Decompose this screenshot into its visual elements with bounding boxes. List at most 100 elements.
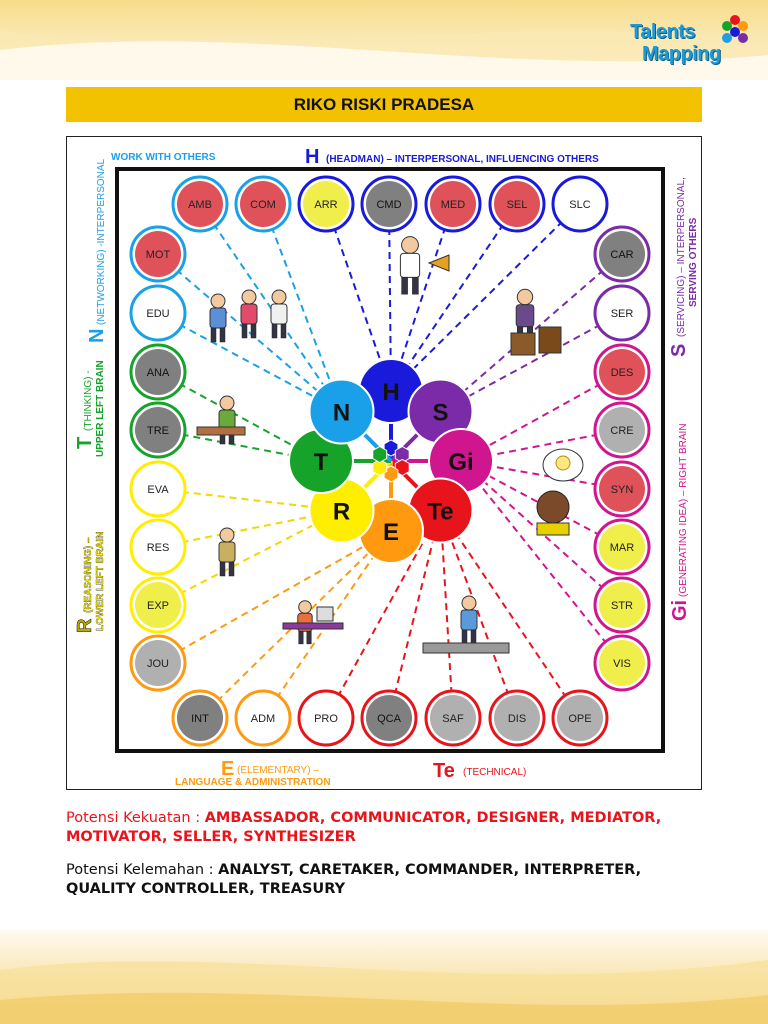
talent-label-qca: QCA [377, 713, 402, 725]
e-description-1: (ELEMENTARY) – [237, 765, 319, 776]
talent-label-edu: EDU [146, 308, 169, 320]
talent-circle-exp [135, 582, 181, 628]
group-person-2-icon [240, 289, 258, 339]
petal-label-n: N [333, 400, 350, 427]
logo-line-1: Talents [630, 21, 696, 43]
talent-label-ope: OPE [568, 713, 591, 725]
talent-label-jou: JOU [147, 658, 169, 670]
petal-n [308, 378, 375, 445]
talents-mapping-logo: Talents Mapping [626, 12, 750, 72]
talent-label-car: CAR [610, 249, 633, 261]
desk-icon [196, 426, 246, 436]
talent-circle-com [240, 181, 286, 227]
talent-label-slc: SLC [569, 199, 590, 211]
weaknesses-label: Potensi Kelemahan : [66, 862, 219, 878]
connector-line [439, 509, 581, 719]
talent-label-ana: ANA [147, 367, 170, 379]
weaknesses-value: ANALYST, CARETAKER, COMMANDER, INTERPRET… [66, 862, 642, 897]
weaknesses-section: Potensi Kelemahan : ANALYST, CARETAKER, … [66, 861, 702, 899]
thinker-head-icon [536, 490, 570, 524]
monitor-icon [316, 606, 334, 622]
s-letter: S [668, 344, 690, 357]
computer-desk-icon [282, 622, 344, 630]
talent-label-mot: MOT [146, 249, 171, 261]
s-description-2: SERVING OTHERS [688, 217, 699, 307]
technician-icon [460, 595, 478, 645]
suitcase-icon [510, 332, 536, 356]
talent-circle-eva [135, 466, 181, 512]
talent-circle-saf [430, 695, 476, 741]
talent-label-com: COM [250, 199, 276, 211]
connector-line [157, 509, 342, 606]
petal-label-h: H [382, 379, 399, 406]
talent-circle-qca [366, 695, 412, 741]
e-letter: E [221, 758, 234, 780]
talent-label-amb: AMB [188, 199, 212, 211]
connector-line [157, 530, 392, 664]
talent-label-des: DES [611, 367, 634, 379]
s-description-1: (SERVICING) – INTERPERSONAL, [676, 177, 687, 337]
talent-label-adm: ADM [251, 713, 275, 725]
suitcase-icon [538, 326, 562, 354]
h-description: (HEADMAN) – INTERPERSONAL, INFLUENCING O… [326, 154, 599, 165]
student-desk-icon [218, 395, 236, 445]
name-title-bar: RIKO RISKI PRADESA [66, 87, 702, 122]
lightbulb-icon [555, 455, 571, 471]
talent-circle-dis [494, 695, 540, 741]
talent-label-arr: ARR [314, 199, 337, 211]
talent-circle-syn [599, 466, 645, 512]
connector-line [439, 510, 454, 719]
illustrations [196, 236, 584, 654]
talent-circle-str [599, 582, 645, 628]
talent-circle-ser [599, 290, 645, 336]
te-description: (TECHNICAL) [463, 767, 526, 778]
gi-letter: Gi [669, 600, 691, 621]
talent-circle-adm [240, 695, 286, 741]
te-letter: Te [433, 760, 455, 782]
e-description-2: LANGUAGE & ADMINISTRATION [175, 777, 331, 788]
connector-line [439, 510, 518, 719]
workbench-icon [422, 642, 510, 654]
connector-line [325, 510, 442, 719]
talent-circle-slc [557, 181, 603, 227]
talent-label-eva: EVA [147, 484, 169, 496]
talent-label-str: STR [611, 600, 633, 612]
logo-line-2: Mapping [642, 43, 721, 65]
talent-label-cmd: CMD [376, 199, 401, 211]
connector-line [440, 312, 623, 413]
talent-circle-edu [135, 290, 181, 336]
talent-circle-amb [177, 181, 223, 227]
talent-label-pro: PRO [314, 713, 338, 725]
talent-circle-ana [135, 349, 181, 395]
n-description: (NETWORKING) -INTERPERSONAL [96, 158, 107, 325]
talent-label-syn: SYN [611, 484, 634, 496]
talent-circle-tre [135, 407, 181, 453]
connector-line [157, 312, 342, 413]
talent-circle-jou [135, 640, 181, 686]
talent-circle-ope [557, 695, 603, 741]
n-letter: N [86, 329, 108, 343]
talent-circle-res [135, 524, 181, 570]
connector-line [390, 203, 454, 392]
talent-circle-mot [135, 231, 181, 277]
core-hexagon [394, 458, 410, 477]
talent-circle-sel [494, 181, 540, 227]
talent-label-dis: DIS [508, 713, 526, 725]
h-letter: H [305, 146, 319, 168]
t-description-2: UPPER LEFT BRAIN [95, 360, 106, 457]
connector-line [460, 460, 623, 548]
talent-circle-mar [599, 524, 645, 570]
connector-line [390, 203, 518, 392]
group-person-3-icon [270, 289, 288, 339]
r-letter: R [74, 618, 96, 633]
bottom-banner-decoration [0, 930, 768, 1024]
strengths-label: Potensi Kekuatan : [66, 810, 205, 826]
group-person-1-icon [209, 293, 227, 343]
connector-line [157, 253, 343, 413]
connector-line [390, 203, 581, 392]
gi-description: (GENERATING IDEA) – RIGHT BRAIN [678, 423, 689, 597]
talent-label-vis: VIS [613, 658, 631, 670]
talent-circle-car [599, 231, 645, 277]
